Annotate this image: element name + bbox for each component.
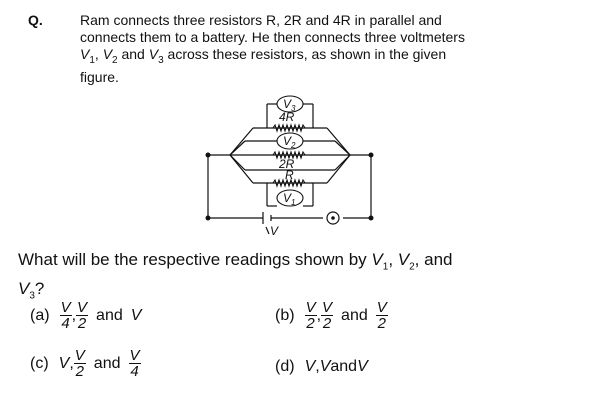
question-line-2: connects them to a battery. He then conn… [80, 29, 465, 45]
v2-label: V2 [283, 134, 296, 150]
circuit-diagram: V3 4R V2 2R R V1 V [205, 95, 374, 238]
v3-label: V3 [283, 97, 296, 113]
voltmeter-v2 [276, 132, 304, 150]
question-line-4: figure. [80, 68, 119, 85]
voltmeter-v1 [276, 189, 304, 207]
question-prompt: What will be the respective readings sho… [18, 250, 453, 302]
2r-label: 2R [278, 157, 295, 171]
r-label: R [285, 168, 294, 182]
question-line-3: V1, V2 and V3 across these resistors, as… [80, 46, 447, 66]
question-line-1: Ram connects three resistors R, 2R and 4… [80, 12, 442, 28]
question-label: Q. [28, 12, 43, 28]
option-d-label: (d) [275, 358, 295, 375]
battery-voltage-label: V [270, 224, 279, 238]
option-c-label: (c) [30, 354, 49, 372]
resistor-4r [272, 123, 306, 133]
option-a-label: (a) [30, 306, 50, 324]
option-d[interactable]: (d) V, V and V [275, 358, 368, 375]
question-text: Ram connects three resistors R, 2R and 4… [80, 12, 580, 86]
option-b-label: (b) [275, 306, 295, 324]
4r-label: 4R [279, 110, 295, 124]
v1-label: V1 [283, 191, 295, 207]
resistor-r [272, 178, 306, 188]
voltmeter-v3 [276, 95, 304, 113]
resistor-2r [272, 150, 306, 160]
